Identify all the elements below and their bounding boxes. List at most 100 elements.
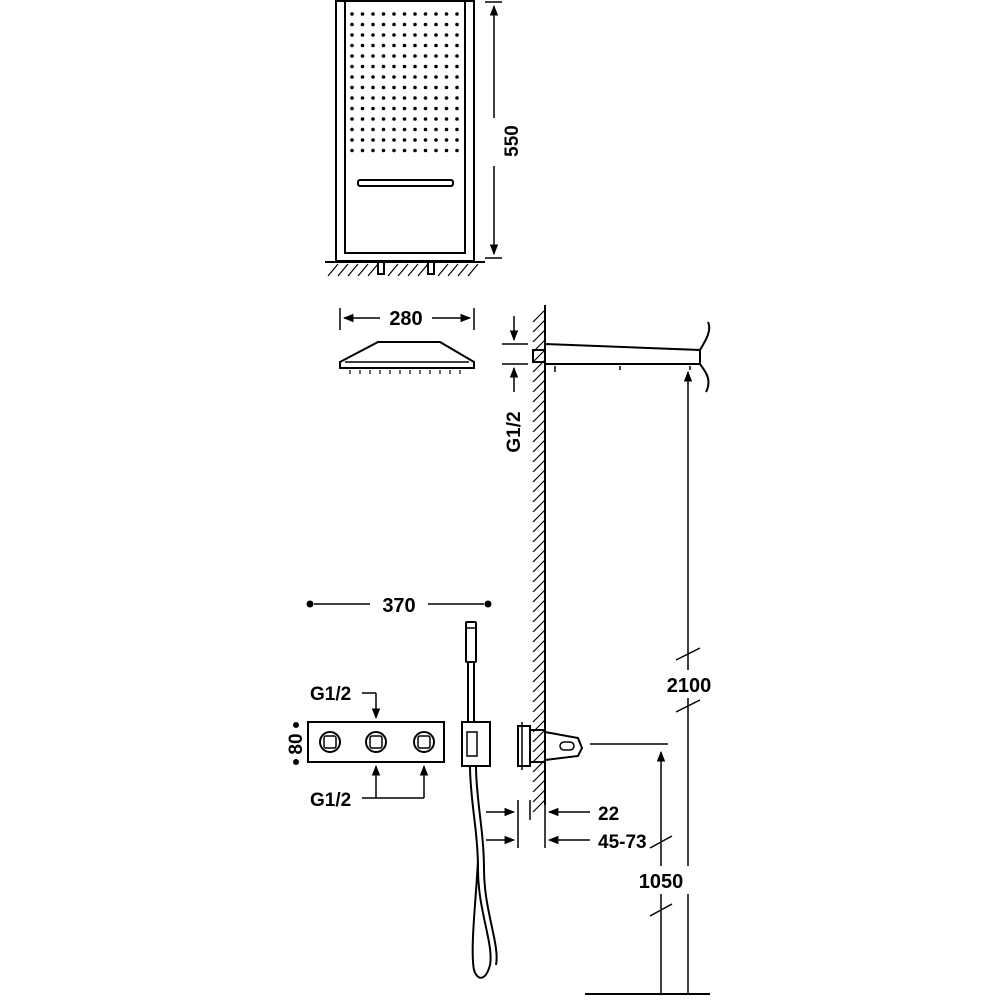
nozzle-dot — [350, 85, 354, 90]
wall-hatch-line — [532, 489, 546, 503]
nozzle-dot — [360, 22, 365, 27]
nozzle-dot — [434, 138, 438, 142]
nozzle-dot — [444, 75, 449, 79]
wall-hatch-line — [532, 589, 546, 603]
wall-hatch-line — [532, 399, 546, 413]
nozzle-dot — [444, 127, 449, 132]
nozzle-dot — [381, 12, 386, 16]
nozzle-dot — [455, 43, 459, 48]
nozzle-dot — [350, 43, 354, 48]
nozzle-dot — [423, 96, 428, 100]
nozzle-dot — [455, 22, 459, 27]
nozzle-dot — [350, 54, 354, 58]
nozzle-dot — [423, 106, 428, 111]
nozzle-dot — [434, 12, 438, 16]
nozzle-dot — [413, 12, 417, 16]
nozzle-dot — [371, 106, 375, 111]
nozzle-dot — [434, 54, 438, 58]
inlet-top-label: G1/2 — [310, 684, 351, 705]
nozzle-dot — [350, 96, 354, 100]
nozzle-dot — [392, 64, 396, 69]
shower-arm — [532, 321, 711, 393]
nozzle-dot — [423, 43, 428, 48]
wall-hatch-line — [532, 599, 546, 613]
nozzle-dot — [402, 85, 407, 90]
wall-hatch-line — [532, 509, 546, 523]
dimension-inlet-top: G1/2 — [310, 684, 381, 720]
nozzle-dot — [455, 148, 459, 153]
wall-hatch-line — [532, 379, 546, 393]
nozzle-dot — [381, 127, 386, 132]
nozzle-dot — [350, 75, 354, 79]
nozzle-dot — [381, 106, 386, 111]
nozzle-dot — [455, 54, 459, 58]
nozzle-dot — [350, 138, 354, 142]
nozzle-dot — [350, 12, 354, 16]
nozzle-dot — [392, 106, 396, 111]
wall-hatch-line — [532, 329, 546, 343]
nozzle-dot — [434, 43, 438, 48]
nozzle-dot — [371, 117, 375, 121]
nozzle-dot — [381, 85, 386, 90]
wall-hatch-line — [532, 409, 546, 423]
nozzle-dot — [360, 33, 365, 37]
nozzle-dot — [455, 117, 459, 121]
wall-hatch-line — [532, 479, 546, 493]
nozzle-dot — [444, 148, 449, 153]
nozzle-dot — [381, 138, 386, 142]
wall-hatch-line — [532, 699, 546, 713]
nozzle-dot — [444, 12, 449, 16]
nozzle-dot — [402, 54, 407, 58]
nozzle-dot — [360, 75, 365, 79]
wall-hatch-line — [532, 519, 546, 533]
wall-hatch-line — [532, 459, 546, 473]
nozzle-dot — [350, 64, 354, 69]
nozzle-dot — [392, 85, 396, 90]
dimension-inlet-bottom: G1/2 — [310, 764, 429, 811]
wall-hatch-line — [532, 799, 546, 813]
nozzle-dot — [423, 85, 428, 90]
nozzle-dot — [455, 85, 459, 90]
nozzle-dot — [402, 33, 407, 37]
wall-hatch-line — [532, 769, 546, 783]
nozzle-dot — [413, 85, 417, 90]
nozzle-dot — [360, 127, 365, 132]
nozzle-dot — [381, 33, 386, 37]
nozzle-dot — [371, 22, 375, 27]
mixer-knob-1 — [319, 731, 341, 753]
nozzle-dot — [423, 75, 428, 79]
nozzle-dot — [371, 12, 375, 16]
nozzle-dot — [423, 138, 428, 142]
nozzle-dot — [444, 117, 449, 121]
outlet-height-label: 1050 — [639, 871, 684, 893]
nozzle-dot — [371, 138, 375, 142]
nozzle-dot — [371, 64, 375, 69]
nozzle-dot — [444, 22, 449, 27]
shower-height-label: 2100 — [667, 675, 712, 697]
shower-panel-front-view — [325, 0, 485, 277]
wall-hatch-line — [532, 649, 546, 663]
wall-hatch-line — [532, 389, 546, 403]
nozzle-dot — [402, 127, 407, 132]
nozzle-dot — [444, 33, 449, 37]
wall-hatch-line — [532, 619, 546, 633]
nozzle-dot — [413, 43, 417, 48]
nozzle-dot — [434, 33, 438, 37]
nozzle-dot — [423, 54, 428, 58]
wall-section — [532, 305, 546, 813]
nozzle-dot — [392, 12, 396, 16]
nozzle-dot — [392, 148, 396, 153]
wall-hatch-line — [532, 679, 546, 693]
nozzle-dot — [413, 75, 417, 79]
dimension-outlet-height: 1050 — [590, 743, 692, 993]
nozzle-dot — [381, 96, 386, 100]
nozzle-dot — [402, 106, 407, 111]
wall-hatch-line — [532, 549, 546, 563]
wall-depth-label: 22 — [598, 804, 619, 825]
nozzle-dot — [371, 148, 375, 153]
inlet-bottom-label: G1/2 — [310, 790, 351, 811]
wall-hatch-line — [532, 579, 546, 593]
nozzle-dot — [371, 43, 375, 48]
nozzle-dot — [455, 12, 459, 16]
nozzle-dot — [413, 138, 417, 142]
